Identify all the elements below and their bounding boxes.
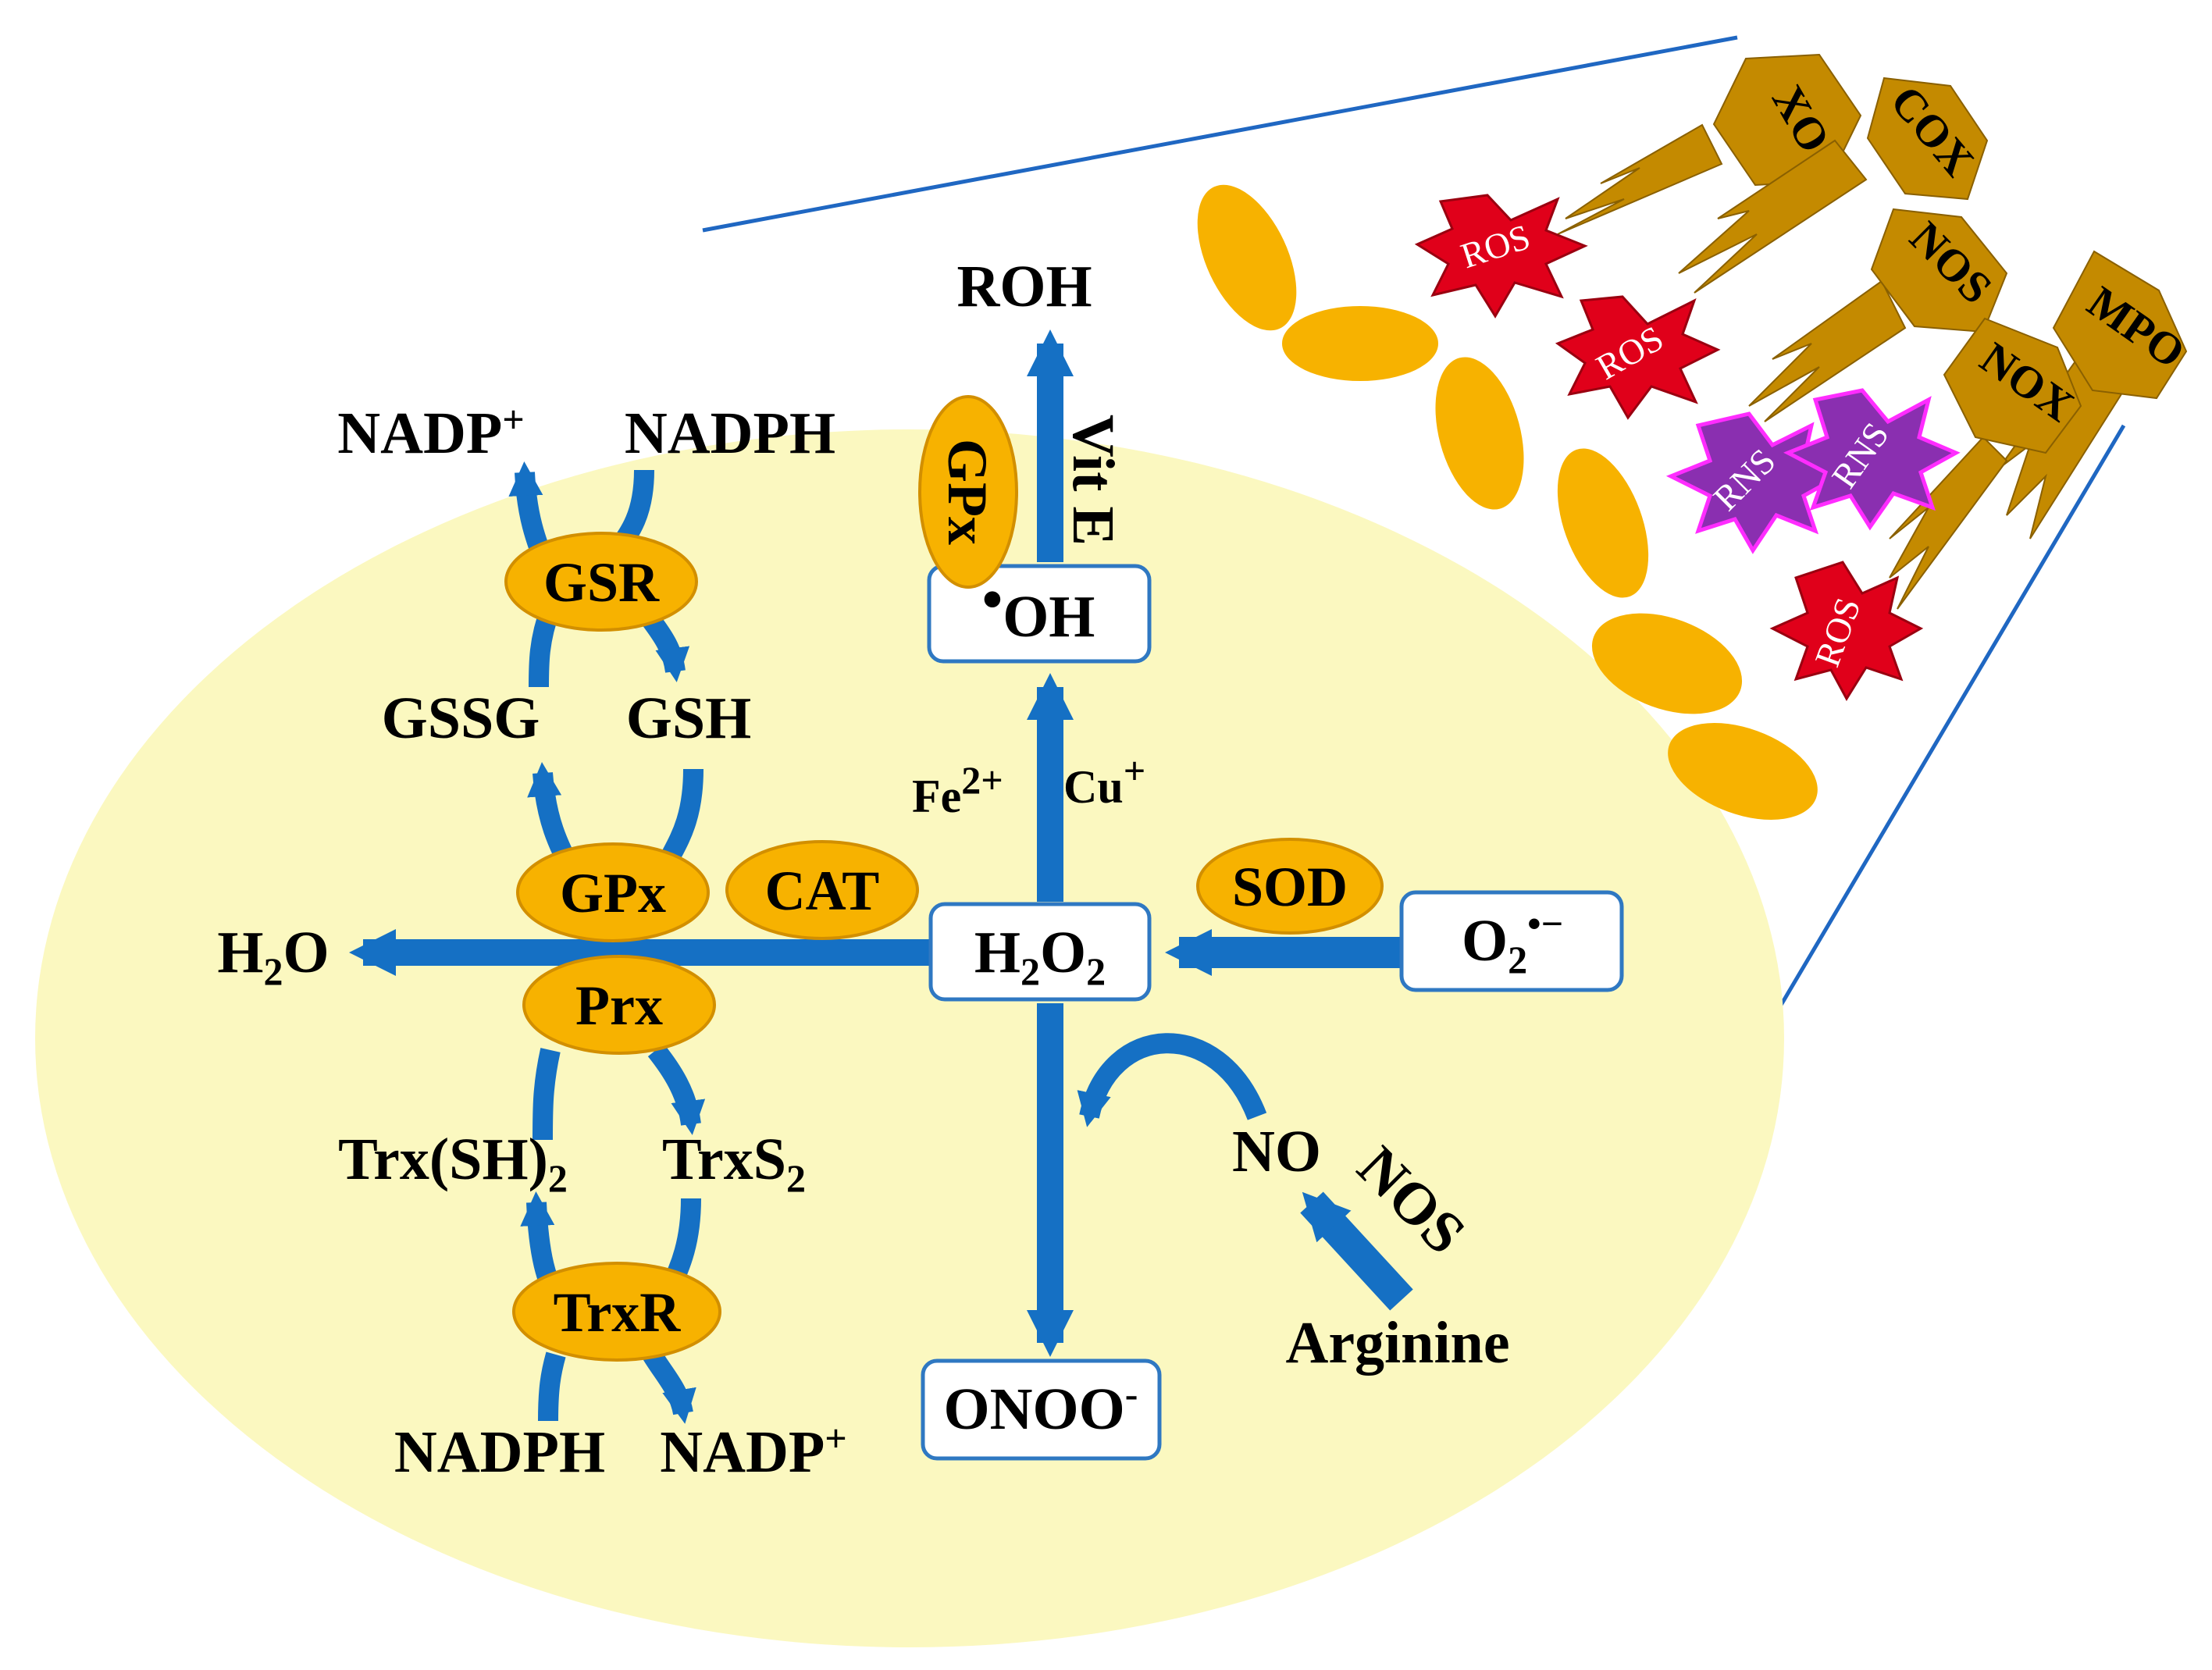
starburst-icon: [1555, 295, 1721, 420]
enzyme-gpx-vertical: GPx: [918, 395, 1018, 589]
label-superoxide: O2•−: [1462, 902, 1563, 981]
main-arrows: [349, 329, 1413, 1357]
svg-text:CAT: CAT: [765, 860, 880, 922]
oh-box: [927, 564, 1152, 664]
label-nadph-top: NADPH: [625, 401, 835, 466]
svg-text:SOD: SOD: [1232, 856, 1348, 918]
label-gssg: GSSG: [382, 685, 540, 751]
arc-nadph-in-bottom: [538, 1351, 566, 1422]
label-fe: Fe2+: [912, 758, 1003, 822]
label-h2o2: H2O2: [974, 920, 1106, 993]
label-trxs2: TrxS2: [662, 1127, 806, 1200]
label-oh: •OH: [982, 567, 1095, 650]
starburst-icon: [1769, 561, 1924, 701]
arc-nadp-out-bottom: [643, 1349, 696, 1424]
superoxide-box: [1399, 890, 1624, 992]
svg-text:GPx: GPx: [560, 862, 666, 924]
peroxynitrite-box: [921, 1358, 1162, 1461]
svg-text:Prx: Prx: [575, 974, 663, 1037]
starburst-icon: [1414, 194, 1588, 319]
rns-burst-2: RNS: [1783, 388, 1961, 531]
h2o2-box: [928, 902, 1152, 1002]
nox-hexagon-icon: [1943, 317, 2082, 454]
label-cu: Cu+: [1063, 749, 1145, 813]
ros-burst-1: ROS: [1414, 194, 1588, 319]
label-nadp-top: NADP+: [337, 397, 525, 466]
nox-bolt-icon: [1889, 436, 2008, 610]
label-arginine: Arginine: [1285, 1310, 1509, 1376]
label-roh: ROH: [956, 254, 1092, 319]
cox-bolt-icon: [1678, 139, 1868, 294]
ros-sources: [1557, 53, 2188, 610]
label-gsh: GSH: [626, 685, 752, 751]
xo-bolt-icon: [1557, 123, 1723, 235]
membrane-chain: [1197, 184, 1818, 820]
cox-hexagon-icon: [1866, 77, 1989, 201]
enzyme-gsr: GSR: [504, 532, 698, 632]
rns-burst-1: RNS: [1665, 411, 1843, 554]
label-trx-sh2: Trx(SH)2: [338, 1127, 568, 1200]
ros-burst-3: ROS: [1769, 561, 1924, 701]
arrow-arginine-to-no: [1300, 1191, 1413, 1311]
label-water: H2O: [217, 920, 329, 993]
svg-text:TrxR: TrxR: [554, 1281, 682, 1344]
enzyme-cat: CAT: [725, 840, 919, 940]
enzyme-trxr: TrxR: [512, 1262, 721, 1362]
arc-trx-in: [533, 1048, 561, 1141]
ros-burst-2: ROS: [1555, 295, 1721, 420]
arrow-no-curve: [1077, 1033, 1267, 1127]
label-no: NO: [1232, 1119, 1321, 1184]
mpo-hexagon-icon: [2052, 250, 2188, 400]
label-vit-e: Vit E: [1060, 415, 1126, 546]
cell-body: [35, 429, 1784, 1647]
svg-text:GSR: GSR: [543, 551, 660, 614]
nos-bolt-icon: [1748, 280, 1907, 422]
label-nadph-bottom: NADPH: [394, 1419, 605, 1485]
arc-trxs2-out: [647, 1043, 706, 1135]
zoom-line-top: [702, 35, 1738, 233]
enzyme-gpx-left: GPx: [516, 842, 710, 942]
label-peroxynitrite: ONOO-: [944, 1372, 1138, 1442]
enzyme-sod: SOD: [1196, 838, 1384, 935]
starburst-icon: [1783, 388, 1961, 531]
svg-text:GPx: GPx: [936, 439, 999, 545]
label-nadp-bottom: NADP+: [660, 1416, 847, 1485]
enzyme-prx: Prx: [522, 955, 716, 1055]
